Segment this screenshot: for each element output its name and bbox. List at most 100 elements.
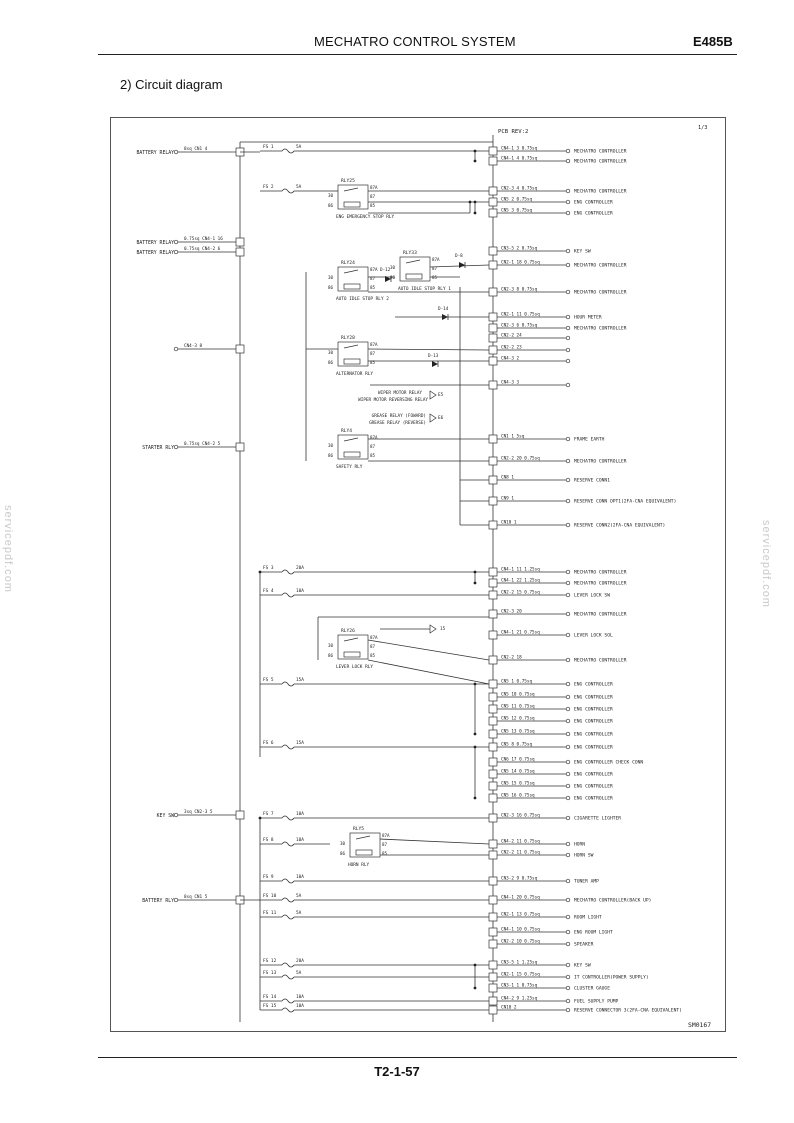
output-connector <box>488 927 498 937</box>
input-label: STARTER RLY <box>142 445 174 451</box>
output-conn-label: CN3-5 1 1.25sq <box>501 960 538 966</box>
diagram-frame <box>110 117 726 1032</box>
junction-dot <box>473 581 477 585</box>
fuse-symbol <box>281 878 295 884</box>
output-conn-label: CN4-1 3 0.75sq <box>501 146 538 152</box>
terminal-circle <box>565 210 571 216</box>
output-connector <box>488 704 498 714</box>
output-connector <box>488 345 498 355</box>
relay-contact <box>343 187 359 192</box>
grease-arrow <box>429 413 437 423</box>
junction-dot <box>473 159 477 163</box>
relay-name: RLY4 <box>341 428 352 434</box>
terminal-circle <box>565 611 571 617</box>
relay-pin: 87A <box>370 635 378 640</box>
terminal-circle <box>173 897 179 903</box>
relay-caption: AUTO IDLE STOP RLY 1 <box>398 286 451 292</box>
terminal-circle <box>565 841 571 847</box>
output-destination: KEY SW <box>574 249 591 255</box>
output-destination: MECHATRO CONTROLLER <box>574 581 627 587</box>
relay-pin: 30 <box>328 193 334 198</box>
fuse-name: FS 7 <box>263 811 274 817</box>
output-connector <box>488 876 498 886</box>
relay-pin: 87A <box>382 833 390 838</box>
output-conn-label: CN3-2 9 0.75sq <box>501 876 538 882</box>
diode-label: D-12 <box>380 267 391 273</box>
terminal-circle <box>565 325 571 331</box>
diode-symbol <box>432 361 438 367</box>
output-connector <box>488 729 498 739</box>
output-destination: HOUR METER <box>574 315 602 321</box>
fuse-amp: 10A <box>296 837 304 843</box>
output-conn-label: CN2-1 15 0.75sq <box>501 972 540 978</box>
relay-coil <box>343 358 361 365</box>
relay-pin: 85 <box>370 360 376 365</box>
fuse-amp: 5A <box>296 184 302 190</box>
relay-wire <box>379 838 490 845</box>
output-conn-label: CN2-2 18 <box>501 655 522 661</box>
fuse-amp: 15A <box>296 740 304 746</box>
output-destination: CIGARETTE LIGHTER <box>574 816 621 822</box>
output-conn-label: CN6 17 0.75sq <box>501 757 535 763</box>
relay-name: RLY26 <box>341 628 355 634</box>
output-conn-label: CN2-3 6 0.75sq <box>501 323 538 329</box>
terminal-circle <box>565 580 571 586</box>
relay-pin: 86 <box>328 653 334 658</box>
relay-caption: HORN RLY <box>348 862 370 868</box>
terminal-circle <box>565 852 571 858</box>
output-conn-label: CN2-2 20 0.75sq <box>501 456 540 462</box>
terminal-circle <box>565 771 571 777</box>
output-conn-label: CN5 3 0.75sq <box>501 208 532 214</box>
relay-pin: 87A <box>432 257 440 262</box>
input-connector <box>235 247 245 257</box>
relay-contact <box>355 835 371 840</box>
relay-pin: 87 <box>370 276 376 281</box>
terminal-circle <box>565 962 571 968</box>
terminal-circle <box>565 569 571 575</box>
terminal-circle <box>565 498 571 504</box>
terminal-circle <box>173 149 179 155</box>
output-connector <box>488 146 498 156</box>
grease-label: GREASE RELAY (REVERSE) <box>369 420 426 426</box>
relay-name: RLY28 <box>341 335 355 341</box>
fuse-amp: 5A <box>296 144 302 150</box>
output-connector <box>488 456 498 466</box>
output-conn-label: CN4-3 3 <box>501 380 520 386</box>
relay-pin: 87A <box>370 267 378 272</box>
terminal-circle <box>173 812 179 818</box>
output-connector <box>488 716 498 726</box>
fuse-name: FS 4 <box>263 588 274 594</box>
diode-label: D-8 <box>455 253 463 259</box>
output-conn-label: CN5 2 0.75sq <box>501 197 532 203</box>
fuse-symbol <box>281 914 295 920</box>
output-conn-label: CN4-2 9 1.25sq <box>501 996 538 1002</box>
relay-pin: 30 <box>340 841 346 846</box>
relay-caption: AUTO IDLE STOP RLY 2 <box>336 296 389 302</box>
relay-name: RLY33 <box>403 250 417 256</box>
fuse-symbol <box>281 681 295 687</box>
junction-dot <box>473 986 477 990</box>
output-connector <box>488 769 498 779</box>
output-conn-label: CN4-1 20 0.75sq <box>501 895 540 901</box>
output-destination: ROOM LIGHT <box>574 915 602 921</box>
terminal-circle <box>173 249 179 255</box>
input-conn-label: 8sq CN1 5 <box>184 894 208 900</box>
fuse-name: FS 6 <box>263 740 274 746</box>
wiper-arrow <box>429 390 437 400</box>
output-destination: MECHATRO CONTROLLER <box>574 658 627 664</box>
fuse-symbol <box>281 815 295 821</box>
output-connector <box>488 692 498 702</box>
relay-pin: 87 <box>370 351 376 356</box>
relay-body <box>337 341 369 367</box>
output-connector <box>488 197 498 207</box>
terminal-circle <box>565 248 571 254</box>
relay-name: RLY25 <box>341 178 355 184</box>
relay-coil <box>343 201 361 208</box>
output-conn-label: CN2-1 18 0.75sq <box>501 260 540 266</box>
output-conn-label: CN9 1 <box>501 496 514 502</box>
output-connector <box>488 186 498 196</box>
input-conn-label: 0.75sq CN4-2 5 <box>184 441 221 447</box>
relay-pin: 30 <box>328 275 334 280</box>
fuse-symbol <box>281 592 295 598</box>
input-connector <box>235 237 245 247</box>
